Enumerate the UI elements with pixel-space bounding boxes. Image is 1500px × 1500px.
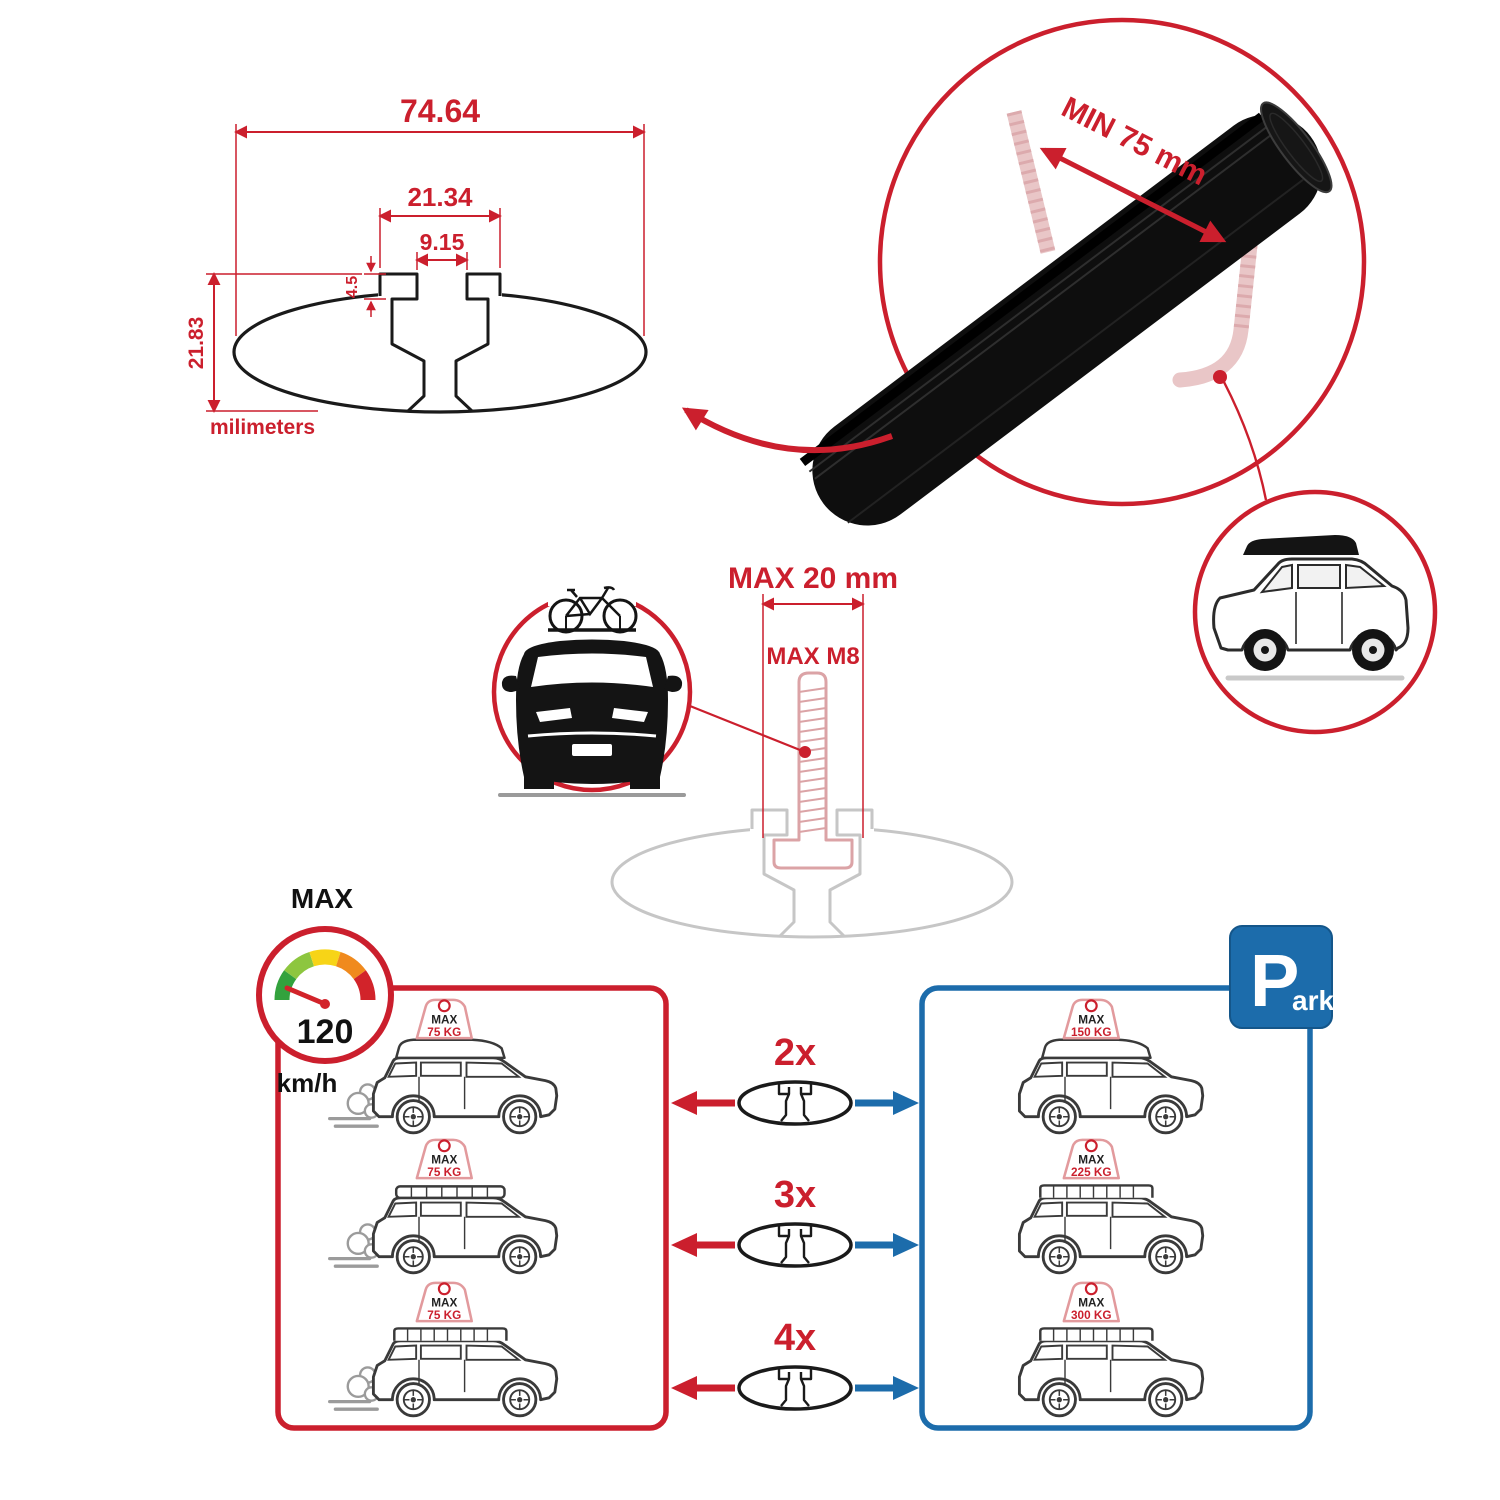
profile-outline bbox=[232, 290, 648, 414]
load-tag: MAX 225 KG bbox=[1062, 1138, 1120, 1180]
callout-dot bbox=[1213, 370, 1227, 384]
tag-value: 75 KG bbox=[427, 1026, 461, 1039]
technical-drawing: 74.64 21.34 9.15 4.5 21.83 milimeters bbox=[185, 93, 648, 439]
bicycle-icon bbox=[548, 586, 638, 634]
suv-door-lines bbox=[1295, 592, 1343, 644]
callout-dot bbox=[799, 746, 811, 758]
tag-max-label: MAX bbox=[1078, 1296, 1104, 1309]
tag-value: 75 KG bbox=[427, 1309, 461, 1322]
max-thread-label: MAX M8 bbox=[766, 643, 859, 670]
tag-max-label: MAX bbox=[431, 1013, 457, 1026]
crossbar-zoom: MIN 75 mm bbox=[681, 17, 1367, 526]
suv-windows bbox=[1259, 563, 1387, 594]
tag-value: 300 KG bbox=[1071, 1309, 1112, 1322]
multiplier-label: 3x bbox=[774, 1174, 816, 1216]
profile-mask bbox=[378, 272, 502, 302]
gauge-units: km/h bbox=[277, 1068, 338, 1098]
suv-roofbox-circle bbox=[1192, 489, 1438, 735]
load-tag: MAX 75 KG bbox=[415, 1281, 473, 1323]
park-letter: P bbox=[1250, 939, 1299, 1022]
tag-value: 150 KG bbox=[1071, 1026, 1112, 1039]
suv-wheel bbox=[1352, 629, 1394, 671]
tag-max-label: MAX bbox=[431, 1153, 457, 1166]
multiplier-label: 4x bbox=[774, 1317, 816, 1359]
windshield bbox=[531, 653, 653, 687]
crossbar-section-icon bbox=[737, 1080, 853, 1126]
car-parked-row-3: MAX 300 KG bbox=[1019, 1281, 1202, 1416]
multiplier-label: 2x bbox=[774, 1032, 816, 1074]
crossbar-section-icon bbox=[737, 1365, 853, 1411]
tag-value: 225 KG bbox=[1071, 1166, 1112, 1179]
car-driving-row-2: MAX 75 KG bbox=[328, 1138, 557, 1273]
dim-channel-width-label: 21.34 bbox=[407, 182, 473, 212]
max-bolt-width-label: MAX 20 mm bbox=[728, 562, 898, 595]
bolt-diagram: MAX 20 mm MAX M8 bbox=[610, 562, 1014, 939]
suv-wheel bbox=[1244, 629, 1286, 671]
gauge-value: 120 bbox=[297, 1013, 354, 1051]
tag-max-label: MAX bbox=[1078, 1013, 1104, 1026]
multiplier-row-1: 2x bbox=[671, 1032, 919, 1126]
speed-gauge: MAX 120 km/h bbox=[256, 883, 394, 1098]
park-suffix: ark bbox=[1292, 985, 1334, 1016]
car-driving-row-3: MAX 75 KG bbox=[328, 1281, 557, 1416]
car-driving-row-1: MAX 75 KG bbox=[328, 998, 557, 1133]
zoom-callout-arrow bbox=[681, 407, 894, 454]
profile-t-slot bbox=[378, 272, 502, 413]
load-tag: MAX 75 KG bbox=[415, 998, 473, 1040]
car-parked-row-2: MAX 225 KG bbox=[1019, 1138, 1202, 1273]
crossbar-section-icon bbox=[737, 1222, 853, 1268]
min-span-arrow bbox=[1039, 147, 1227, 243]
bumper-line bbox=[527, 731, 657, 738]
gauge-title: MAX bbox=[291, 883, 354, 914]
load-tag: MAX 150 KG bbox=[1062, 998, 1120, 1040]
license-plate bbox=[572, 744, 612, 756]
bolt-callout-line bbox=[689, 704, 806, 754]
ghost-t-bolt bbox=[772, 671, 854, 870]
dim-height-label: 21.83 bbox=[185, 317, 208, 370]
multiplier-row-3: 4x bbox=[671, 1317, 919, 1411]
car-parked-row-1: MAX 150 KG bbox=[1019, 998, 1202, 1133]
suv-callout-line bbox=[1222, 381, 1268, 501]
tag-max-label: MAX bbox=[431, 1296, 457, 1309]
park-sign: P ark bbox=[1229, 925, 1334, 1029]
bolt-threads bbox=[798, 687, 827, 833]
comparison-section: MAX 120 km/h P ark MAX bbox=[256, 883, 1334, 1431]
dim-lip-depth-label: 4.5 bbox=[344, 276, 361, 298]
headlights bbox=[536, 708, 648, 722]
tag-max-label: MAX bbox=[1078, 1153, 1104, 1166]
dim-slot-width-label: 9.15 bbox=[420, 229, 465, 255]
gauge-needle bbox=[284, 985, 328, 1007]
dim-total-width-label: 74.64 bbox=[400, 93, 480, 129]
tag-value: 75 KG bbox=[427, 1166, 461, 1179]
multiplier-row-2: 3x bbox=[671, 1174, 919, 1268]
load-tag: MAX 300 KG bbox=[1062, 1281, 1120, 1323]
car-front-icon bbox=[498, 639, 686, 797]
load-tag: MAX 75 KG bbox=[415, 1138, 473, 1180]
roof-box bbox=[1243, 535, 1359, 555]
gauge-arcs bbox=[274, 949, 376, 1001]
units-label: milimeters bbox=[210, 416, 315, 439]
bike-car-circle bbox=[491, 576, 693, 797]
